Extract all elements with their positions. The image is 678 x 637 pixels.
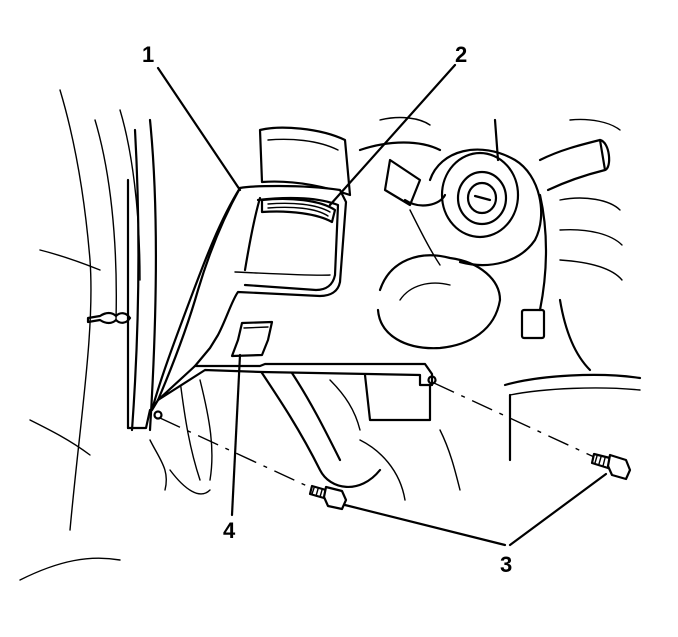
leader-1 [156, 66, 242, 192]
callout-3: 3 [500, 552, 512, 577]
trim-edge [126, 178, 152, 430]
left-bolt-hole [153, 410, 163, 420]
stalk-switch [383, 158, 422, 207]
leader-lines [156, 63, 608, 547]
lower-background [149, 368, 461, 501]
ignition-housing [440, 151, 520, 239]
latch-pin [86, 311, 132, 325]
connector [520, 308, 546, 340]
callout-labels: 1 2 3 4 [142, 42, 512, 577]
door-pillar-lines [19, 89, 158, 581]
bolt-holes [153, 375, 437, 420]
callout-4: 4 [223, 518, 236, 543]
leader-4 [230, 353, 242, 517]
leader-3a [343, 503, 507, 547]
bolt-centerlines [159, 382, 606, 493]
bolt-right [590, 452, 632, 481]
callout-2: 2 [455, 42, 467, 67]
ignition-lock [466, 181, 498, 215]
leader-3b [508, 472, 608, 547]
steering-column [258, 118, 611, 350]
leader-2 [328, 63, 457, 207]
right-bolt-hole [427, 375, 437, 385]
knee-bolster-panel [150, 184, 434, 412]
lower-tab [230, 320, 274, 358]
access-opening [260, 197, 337, 224]
bolt-left [308, 484, 348, 511]
callout-1: 1 [142, 42, 154, 67]
